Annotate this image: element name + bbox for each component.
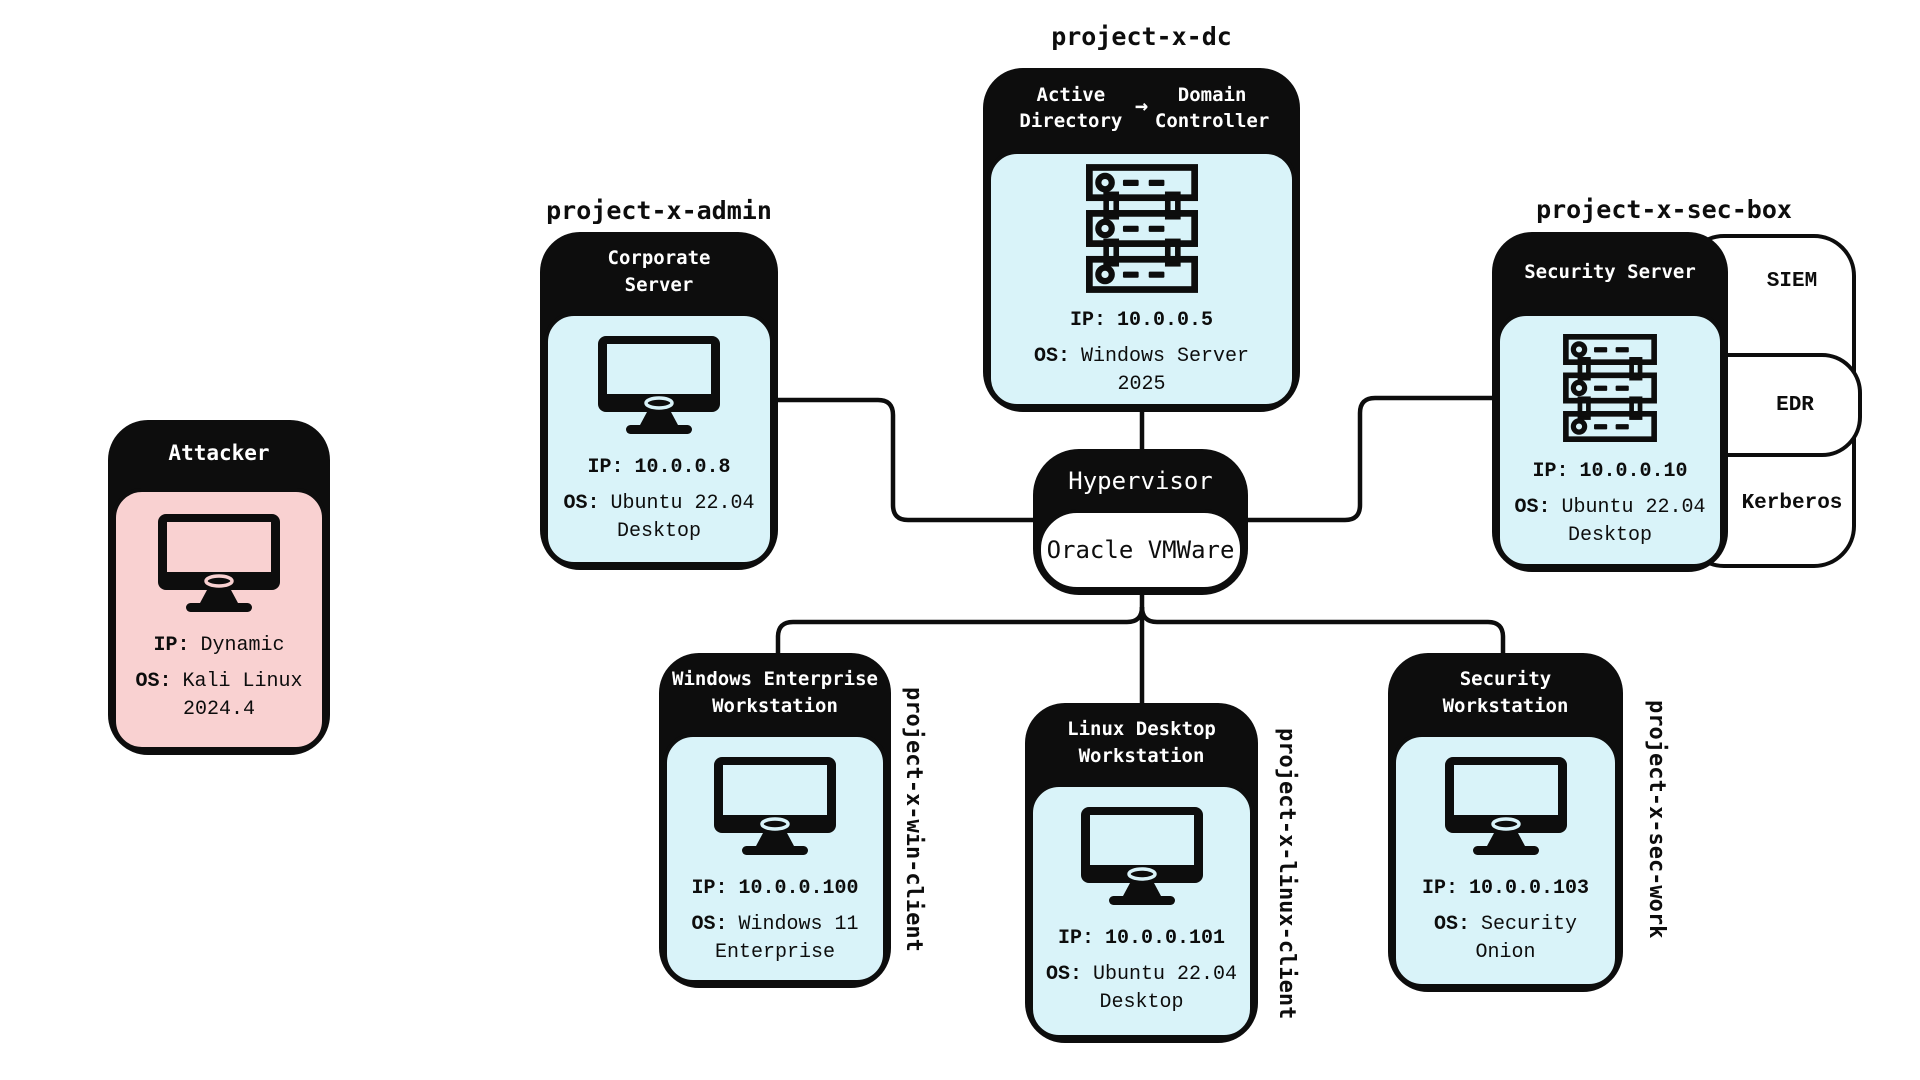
ip-label: IP: bbox=[1421, 877, 1458, 900]
os-value: Ubuntu 22.04 Desktop bbox=[1561, 496, 1706, 547]
node-title-text: Windows Enterprise Workstation bbox=[672, 668, 878, 717]
edge-hypervisor-to-security-workstation bbox=[1139, 606, 1506, 653]
dc-title-left: Active Directory bbox=[1019, 84, 1123, 132]
node-corporate-title: Corporate Server bbox=[540, 232, 778, 312]
ip-value: 10.0.0.10 bbox=[1579, 460, 1688, 483]
monitor-icon bbox=[158, 514, 280, 612]
os-label: OS: bbox=[1433, 913, 1470, 936]
os-label: OS: bbox=[135, 670, 172, 693]
ip-line: IP: 10.0.0.101 bbox=[1058, 925, 1225, 953]
node-security-server: Security Server I bbox=[1492, 232, 1728, 572]
ip-value: 10.0.0.5 bbox=[1117, 309, 1214, 332]
os-value: Security Onion bbox=[1475, 913, 1578, 964]
tag-siem-text: SIEM bbox=[1766, 270, 1818, 293]
node-linux-workstation-title: Linux Desktop Workstation bbox=[1025, 703, 1258, 783]
node-dc-title: Active Directory → Domain Controller bbox=[983, 68, 1300, 150]
hostname-project-x-win-client: project-x-win-client bbox=[901, 687, 926, 952]
os-label: OS: bbox=[691, 913, 728, 936]
node-domain-controller: Active Directory → Domain Controller bbox=[983, 68, 1300, 412]
node-attacker-title: Attacker bbox=[108, 420, 330, 488]
node-security-server-title: Security Server bbox=[1492, 232, 1728, 312]
ip-value: Dynamic bbox=[200, 634, 285, 657]
hypervisor-title: Hypervisor bbox=[1033, 449, 1248, 513]
node-security-workstation: Security Workstation IP: 10.0.0.103 OS:Se… bbox=[1388, 653, 1623, 992]
node-title-text: Corporate Server bbox=[607, 247, 711, 296]
ip-line: IP: 10.0.0.8 bbox=[587, 454, 730, 482]
ip-line: IP: 10.0.0.100 bbox=[691, 875, 858, 903]
ip-value: 10.0.0.101 bbox=[1104, 927, 1226, 950]
server-stack-icon bbox=[1563, 334, 1657, 442]
os-label: OS: bbox=[1033, 345, 1070, 368]
arrow-right-icon: → bbox=[1134, 93, 1149, 119]
hostname-text: project-x-admin bbox=[546, 196, 772, 225]
edge-corporate-to-hypervisor bbox=[778, 397, 1033, 523]
monitor-icon bbox=[1080, 807, 1203, 905]
os-value: Ubuntu 22.04 Desktop bbox=[610, 492, 755, 543]
edge-hypervisor-to-windows-workstation bbox=[775, 606, 1145, 653]
os-line: OS:Windows 11 Enterprise bbox=[673, 911, 877, 967]
hostname-text: project-x-sec-box bbox=[1536, 195, 1792, 224]
os-value: Windows Server 2025 bbox=[1080, 345, 1250, 396]
ip-label: IP: bbox=[587, 456, 624, 479]
monitor-icon bbox=[1444, 757, 1567, 855]
os-value: Ubuntu 22.04 Desktop bbox=[1092, 963, 1238, 1014]
os-line: OS: Ubuntu 22.04 Desktop bbox=[557, 490, 761, 546]
hostname-project-x-sec-box: project-x-sec-box bbox=[1480, 195, 1848, 224]
tag-edr-text: EDR bbox=[1776, 393, 1814, 417]
node-attacker: Attacker IP: Dynamic OS: Kali Linux 2024.4 bbox=[108, 420, 330, 755]
os-line: OS:Security Onion bbox=[1404, 911, 1608, 967]
server-stack-icon bbox=[1085, 164, 1198, 293]
ip-line: IP: Dynamic bbox=[153, 632, 284, 660]
hostname-project-x-linux-client: project-x-linux-client bbox=[1274, 728, 1299, 1019]
node-corporate-server: Corporate Server IP: 10.0.0.8 OS: Ubuntu 2… bbox=[540, 232, 778, 570]
node-security-workstation-title: Security Workstation bbox=[1388, 653, 1623, 733]
hostname-text: project-x-dc bbox=[1051, 22, 1232, 51]
tag-siem: SIEM bbox=[1728, 270, 1856, 293]
hostname-project-x-sec-work: project-x-sec-work bbox=[1644, 700, 1669, 938]
os-label: OS: bbox=[1514, 496, 1551, 519]
dc-title-right: Domain Controller bbox=[1154, 84, 1270, 132]
os-line: OS: Ubuntu 22.04 Desktop bbox=[1508, 494, 1712, 550]
ip-value: 10.0.0.103 bbox=[1468, 877, 1590, 900]
os-label: OS: bbox=[563, 492, 600, 515]
ip-label: IP: bbox=[153, 634, 190, 657]
monitor-icon bbox=[714, 757, 836, 855]
node-title-text: Linux Desktop Workstation bbox=[1067, 718, 1216, 767]
node-windows-workstation: Windows Enterprise Workstation IP: 10.0.0… bbox=[659, 653, 891, 988]
node-hypervisor: Hypervisor Oracle VMWare bbox=[1033, 449, 1248, 595]
ip-value: 10.0.0.8 bbox=[634, 456, 731, 479]
os-line: OS: Kali Linux 2024.4 bbox=[117, 668, 321, 724]
ip-line: IP: 10.0.0.10 bbox=[1532, 458, 1687, 486]
node-linux-workstation: Linux Desktop Workstation IP:10.0.0.101 … bbox=[1025, 703, 1258, 1043]
hostname-text: project-x-sec-work bbox=[1644, 700, 1669, 939]
ip-label: IP: bbox=[1069, 309, 1106, 332]
hostname-text: project-x-linux-client bbox=[1274, 728, 1299, 1020]
os-label: OS: bbox=[1045, 963, 1082, 986]
tag-kerberos-text: Kerberos bbox=[1741, 492, 1843, 515]
ip-label: IP: bbox=[1057, 927, 1094, 950]
ip-line: IP: 10.0.0.103 bbox=[1422, 875, 1589, 903]
hypervisor-title-text: Hypervisor bbox=[1068, 467, 1213, 495]
hostname-text: project-x-win-client bbox=[901, 687, 926, 952]
monitor-icon bbox=[598, 336, 720, 434]
hostname-project-x-admin: project-x-admin bbox=[540, 196, 778, 225]
node-title-text: Security Server bbox=[1524, 260, 1696, 283]
hypervisor-platform: Oracle VMWare bbox=[1037, 509, 1244, 591]
node-title-text: Security Workstation bbox=[1442, 668, 1569, 717]
node-windows-workstation-title: Windows Enterprise Workstation bbox=[659, 653, 891, 733]
ip-label: IP: bbox=[691, 877, 728, 900]
ip-value: 10.0.0.100 bbox=[738, 877, 859, 900]
tag-kerberos: Kerberos bbox=[1728, 492, 1856, 515]
os-line: OS: Windows Server 2025 bbox=[1020, 343, 1264, 399]
os-value: Kali Linux 2024.4 bbox=[182, 670, 303, 721]
edge-hypervisor-to-security-server bbox=[1248, 395, 1492, 523]
hostname-project-x-dc: project-x-dc bbox=[983, 22, 1300, 51]
os-value: Windows 11 Enterprise bbox=[714, 913, 859, 964]
ip-label: IP: bbox=[1532, 460, 1569, 483]
ip-line: IP: 10.0.0.5 bbox=[1070, 307, 1213, 335]
node-title-text: Attacker bbox=[168, 441, 270, 466]
hypervisor-platform-text: Oracle VMWare bbox=[1046, 536, 1235, 564]
os-line: OS: Ubuntu 22.04 Desktop bbox=[1040, 961, 1244, 1017]
